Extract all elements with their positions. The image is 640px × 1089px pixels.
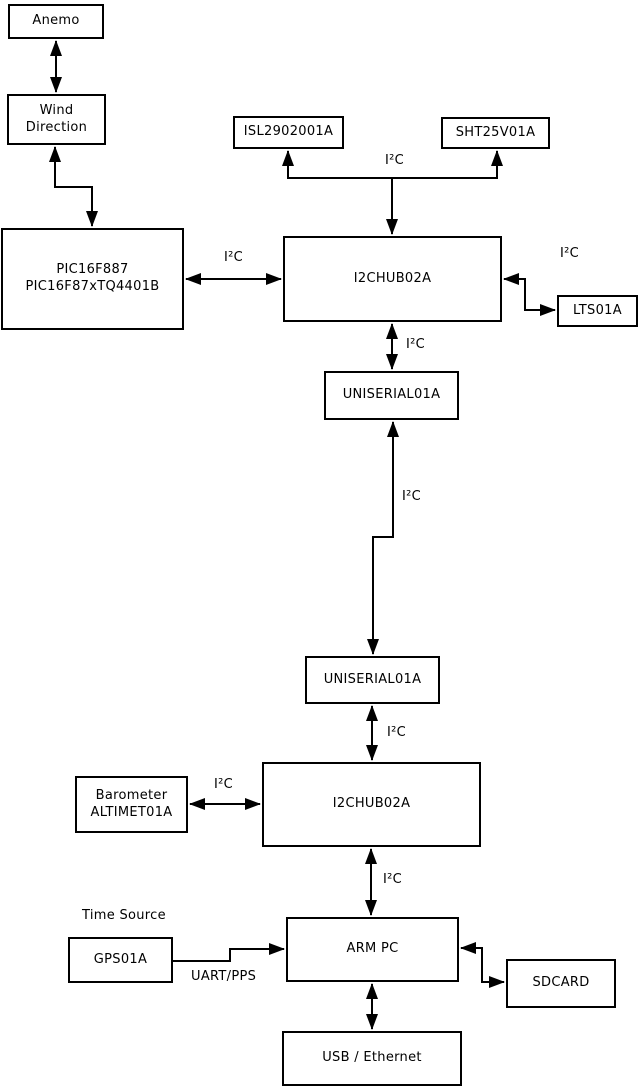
node-sdcard: SDCARD xyxy=(506,959,616,1008)
edge-label-i2c-hub1-lts: I²C xyxy=(560,246,580,261)
edge-label-time-source: Time Source xyxy=(82,908,166,923)
node-isl2902001a: ISL2902001A xyxy=(233,116,344,149)
node-anemo: Anemo xyxy=(8,4,104,39)
node-wind-direction: Wind Direction xyxy=(7,94,106,145)
edge-label-uart-pps: UART/PPS xyxy=(191,969,257,984)
node-gps01a: GPS01A xyxy=(68,937,173,983)
connector-gps-armpc xyxy=(173,943,285,962)
connector-wind-pic xyxy=(49,146,98,227)
edge-label-i2c-pic-hub1: I²C xyxy=(224,250,244,265)
node-i2chub02a-bottom: I2CHUB02A xyxy=(262,762,481,847)
edge-label-i2c-barometer-hub2: I²C xyxy=(214,777,234,792)
node-lts01a: LTS01A xyxy=(557,295,638,327)
edge-label-i2c-uniserial2-hub2: I²C xyxy=(387,725,407,740)
node-arm-pc: ARM PC xyxy=(286,917,459,982)
connector-hub1-lts xyxy=(503,273,556,316)
node-barometer-altimet01a: Barometer ALTIMET01A xyxy=(75,776,188,833)
node-usb-ethernet: USB / Ethernet xyxy=(282,1031,462,1086)
node-uniserial01a-bottom: UNISERIAL01A xyxy=(305,656,440,704)
node-pic16f887: PIC16F887 PIC16F87xTQ4401B xyxy=(1,228,184,330)
node-i2chub02a-top: I2CHUB02A xyxy=(283,236,502,322)
edge-label-i2c-hub2-armpc: I²C xyxy=(383,872,403,887)
edge-label-i2c-sensor-bus: I²C xyxy=(385,153,405,168)
node-sht25v01a: SHT25V01A xyxy=(441,117,550,149)
connector-uniserial1-uniserial2 xyxy=(367,421,399,655)
connector-armpc-sdcard xyxy=(460,942,505,988)
edge-label-i2c-serial-link: I²C xyxy=(402,489,422,504)
node-uniserial01a-top: UNISERIAL01A xyxy=(324,371,459,420)
edge-label-i2c-hub1-uniserial1: I²C xyxy=(406,337,426,352)
